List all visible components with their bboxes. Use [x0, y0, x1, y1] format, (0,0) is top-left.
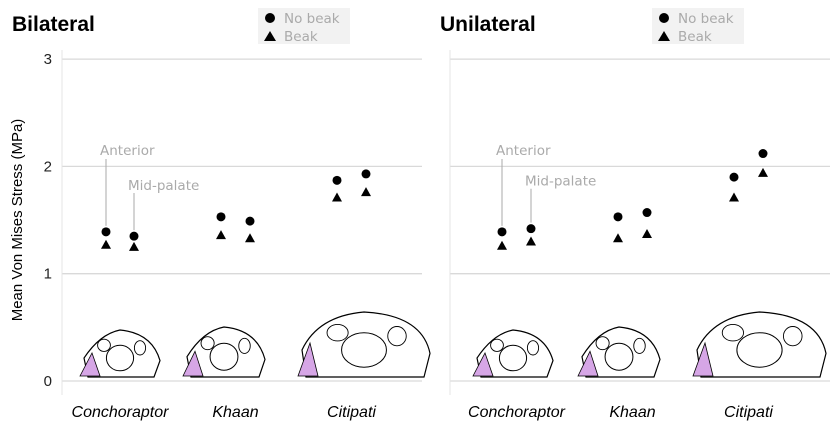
x-tick-label: Khaan [609, 404, 655, 421]
point-no-beak [613, 212, 623, 222]
point-beak [361, 187, 371, 197]
point-no-beak [497, 227, 507, 237]
point-no-beak [245, 216, 255, 226]
legend-entry: Beak [284, 29, 318, 45]
x-tick-label: Citipati [327, 404, 376, 421]
point-beak [613, 233, 623, 243]
skull-illustration-conchoraptor [472, 329, 554, 378]
point-beak [245, 233, 255, 243]
skull-illustration-citipati [692, 311, 827, 378]
legend-circle-marker [265, 13, 275, 23]
legend-circle-marker [659, 13, 669, 23]
x-tick-label: Citipati [724, 404, 773, 421]
point-beak [642, 228, 652, 238]
legend-entry: No beak [678, 11, 734, 27]
annotation-mid-palate: Mid-palate [525, 174, 596, 190]
annotation-anterior: Anterior [100, 143, 155, 159]
point-beak [101, 239, 111, 249]
legend-triangle-marker [658, 31, 670, 41]
skull-illustration-citipati [297, 311, 431, 378]
point-no-beak [729, 172, 739, 182]
y-tick-label: 0 [44, 373, 52, 390]
beak-region [692, 341, 714, 377]
y-axis-label: Mean Von Mises Stress (MPa) [9, 119, 26, 322]
panel-title: Bilateral [12, 13, 95, 36]
annotation-anterior: Anterior [496, 143, 551, 159]
point-no-beak [642, 208, 652, 218]
skull-illustration-conchoraptor [79, 329, 161, 378]
point-no-beak [758, 149, 768, 159]
x-tick-label: Conchoraptor [468, 404, 566, 421]
point-beak [729, 192, 739, 202]
x-tick-label: Conchoraptor [72, 404, 170, 421]
beak-region [182, 350, 204, 377]
annotation-mid-palate: Mid-palate [128, 178, 199, 194]
beak-region [79, 351, 101, 377]
point-beak [758, 167, 768, 177]
beak-region [472, 351, 494, 377]
point-no-beak [101, 227, 111, 237]
point-no-beak [129, 231, 139, 241]
legend-entry: No beak [284, 11, 340, 27]
point-beak [332, 192, 342, 202]
point-no-beak [216, 212, 226, 222]
point-beak [497, 240, 507, 250]
point-beak [526, 236, 536, 246]
beak-region [297, 341, 319, 377]
legend-entry: Beak [678, 29, 712, 45]
skull-illustration-khaan [577, 326, 661, 378]
beak-region [577, 350, 599, 377]
y-tick-label: 3 [44, 51, 52, 68]
point-beak [129, 241, 139, 251]
y-tick-label: 2 [44, 158, 52, 175]
legend-triangle-marker [264, 31, 276, 41]
skull-illustration-khaan [182, 326, 266, 378]
point-no-beak [526, 224, 536, 234]
y-tick-label: 1 [44, 266, 52, 283]
point-beak [216, 230, 226, 240]
x-tick-label: Khaan [212, 404, 258, 421]
point-no-beak [332, 175, 342, 185]
point-no-beak [361, 169, 371, 179]
panel-title: Unilateral [440, 13, 536, 36]
